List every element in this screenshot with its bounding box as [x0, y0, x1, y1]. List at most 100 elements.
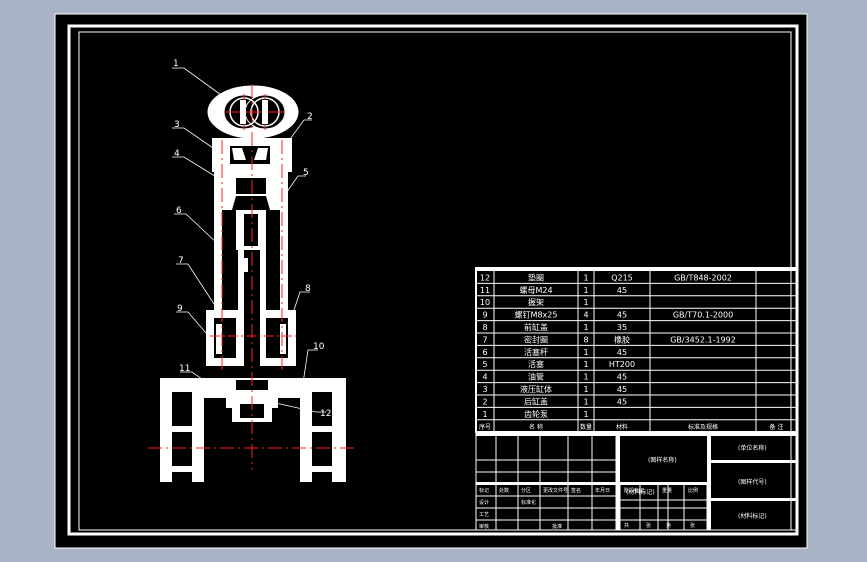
- bom-cell-name: 握架: [528, 297, 544, 307]
- bom-cell-material: 材料: [616, 423, 628, 431]
- drawing-border-inner: [78, 31, 792, 531]
- bom-cell-no: 8: [482, 323, 487, 332]
- bom-cell-material: 35: [617, 323, 627, 332]
- balloon-4: 4: [174, 149, 180, 159]
- bom-cell-material: 45: [617, 348, 627, 357]
- bom-row: 4 油管 1 45: [482, 372, 627, 382]
- bom-row: 12 垫圈 1 Q215 GB/T848-2002: [480, 272, 732, 282]
- bom-row: 1 齿轮泵 1: [482, 409, 588, 419]
- bom-cell-no: 12: [480, 273, 490, 282]
- title-block-label: 比例: [688, 487, 698, 494]
- bom-cell-material: 45: [617, 385, 627, 394]
- bom-cell-name: 液压缸体: [520, 384, 552, 394]
- bom-cell-no: 4: [482, 373, 487, 382]
- bom-cell-qty: 1: [583, 373, 588, 382]
- bom-cell-standard: GB/3452.1-1992: [670, 335, 736, 344]
- bom-cell-no: 3: [482, 385, 487, 394]
- title-block-label: 签名: [571, 487, 581, 494]
- balloon-10: 10: [313, 342, 325, 352]
- bom-cell-material: 45: [617, 373, 627, 382]
- title-block-label: 标记: [479, 487, 489, 494]
- bom-cell-name: 后缸盖: [524, 396, 548, 406]
- bom-cell-qty: 1: [583, 410, 588, 419]
- balloon-12: 12: [320, 409, 331, 419]
- drawing-name: (图样名称): [648, 456, 677, 464]
- bom-cell-name: 名 称: [529, 423, 543, 431]
- bom-cell-material: Q215: [611, 273, 633, 282]
- balloon-3: 3: [174, 120, 180, 130]
- title-block-label: 设计: [479, 499, 489, 506]
- title-block-label: 审核: [479, 523, 489, 530]
- bom-cell-qty: 数量: [580, 423, 592, 431]
- bom-cell-no: 2: [482, 397, 487, 406]
- bom-cell-standard: 标准及规格: [688, 423, 718, 431]
- bill-of-materials: [475, 267, 798, 433]
- bom-row: 8 前缸盖 1 35: [482, 322, 627, 332]
- sheet-info: (材料标记): [738, 512, 767, 520]
- bom-cell-name: 螺母M24: [519, 285, 552, 295]
- bom-cell-name: 活塞: [528, 359, 544, 369]
- balloon-9: 9: [177, 304, 183, 314]
- title-block-label: 处数: [499, 487, 509, 494]
- part-balloons: 1 2 3 4 5 6 7 8 9 10 11 12: [173, 59, 331, 419]
- title-block-label: 标准化: [521, 499, 536, 506]
- bom-frame: [475, 267, 798, 433]
- bom-cell-qty: 1: [583, 323, 588, 332]
- bom-cell-name: 前缸盖: [524, 322, 548, 332]
- balloon-11: 11: [179, 364, 190, 374]
- title-block-labels: 标记处数分区更改文件号签名年月日设计标准化阶段标记重量比例审核工艺批准共张第张: [479, 487, 698, 530]
- balloon-8: 8: [305, 284, 311, 294]
- title-block-label: 分区: [521, 487, 531, 494]
- bom-cell-note: 备 注: [770, 423, 784, 431]
- leader-lines: [172, 67, 326, 413]
- bom-cell-no: 11: [480, 286, 490, 295]
- balloon-5: 5: [303, 168, 309, 178]
- title-block-label: 更改文件号: [543, 487, 568, 494]
- drawing-code: (图样代号): [738, 478, 767, 486]
- bom-cell-name: 活塞杆: [524, 347, 548, 357]
- bom-cell-qty: 1: [583, 298, 588, 307]
- bom-cell-name: 齿轮泵: [524, 409, 548, 419]
- bom-cell-no: 7: [482, 335, 487, 344]
- bom-cell-no: 1: [482, 410, 487, 419]
- balloon-2: 2: [307, 112, 313, 122]
- title-block-label: 重量: [662, 487, 672, 494]
- cylinder-wall-right: [280, 172, 288, 310]
- bom-cell-no: 9: [482, 311, 487, 320]
- material-mark: (材料标记): [626, 488, 655, 496]
- title-block-label: 阶段标记: [624, 487, 644, 494]
- bom-row: 3 液压缸体 1 45: [482, 384, 627, 394]
- bom-cell-material: 橡胶: [614, 334, 630, 344]
- bom-cell-name: 垫圈: [528, 272, 544, 282]
- balloon-6: 6: [176, 206, 182, 216]
- bom-cell-no: 5: [482, 360, 487, 369]
- bom-cell-qty: 1: [583, 397, 588, 406]
- bom-row: 2 后缸盖 1 45: [482, 396, 627, 406]
- title-block-label: 第: [666, 522, 671, 529]
- cylinder-wall-left: [214, 172, 222, 310]
- bom-cell-name: 油管: [528, 372, 544, 382]
- bom-cell-qty: 1: [583, 385, 588, 394]
- bom-cell-standard: GB/T848-2002: [674, 273, 732, 282]
- bom-cell-material: 45: [617, 311, 627, 320]
- hydraulic-assembly-view: [148, 84, 358, 482]
- bom-cell-qty: 1: [583, 273, 588, 282]
- bom-header-row: 序号名 称数量材料标准及规格备 注: [479, 423, 783, 431]
- title-block-label: 共: [624, 522, 629, 529]
- bom-cell-qty: 1: [583, 360, 588, 369]
- bom-cell-qty: 8: [583, 335, 588, 344]
- bom-cell-qty: 1: [583, 286, 588, 295]
- balloon-7: 7: [178, 256, 184, 266]
- title-block-label: 张: [690, 522, 695, 529]
- balloon-1: 1: [173, 59, 179, 69]
- bom-cell-no: 6: [482, 348, 487, 357]
- bom-cell-name: 螺钉M8x25: [515, 310, 558, 320]
- bom-cell-qty: 4: [583, 311, 588, 320]
- bom-cell-material: 45: [617, 397, 627, 406]
